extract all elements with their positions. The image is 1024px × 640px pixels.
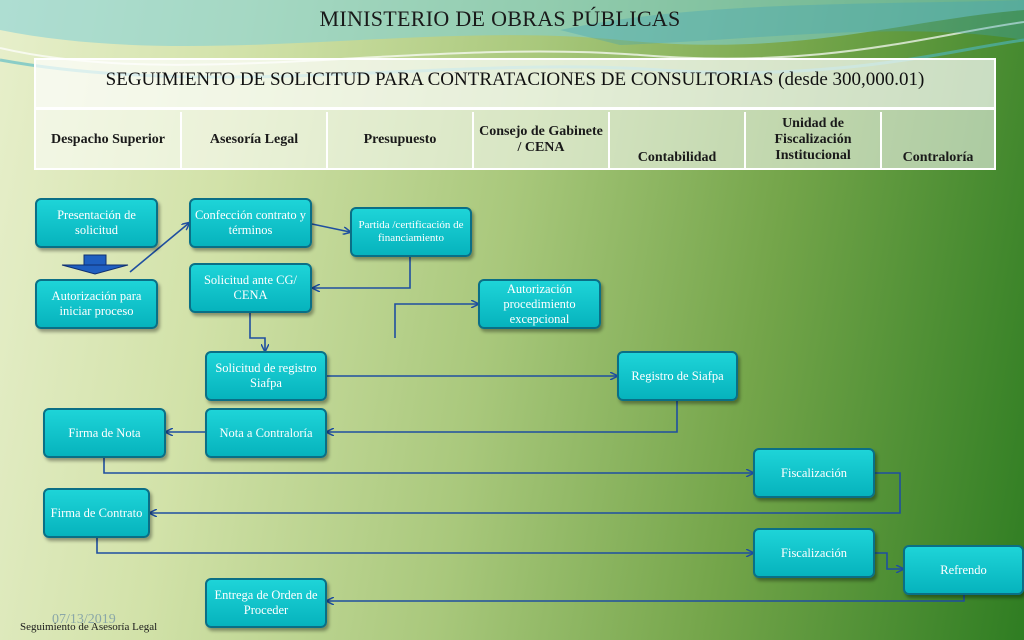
node-autorizacion-excepcional: Autorización procedimiento excepcional [478, 279, 601, 329]
arrow-partida-solicitud-cg [313, 256, 411, 288]
node-solicitud-registro-siafpa: Solicitud de registro Siafpa [205, 351, 327, 401]
node-autorizacion-iniciar: Autorización para iniciar proceso [35, 279, 158, 329]
node-firma-contrato: Firma de Contrato [43, 488, 150, 538]
column-header-fiscalizacion: Unidad de Fiscalización Institucional [746, 112, 882, 168]
arrow-fiscalizacion-refrendo [875, 552, 903, 569]
column-header-contraloria: Contraloría [902, 150, 974, 165]
header-table: SEGUIMIENTO DE SOLICITUD PARA CONTRATACI… [34, 58, 996, 170]
node-registro-siafpa: Registro de Siafpa [617, 351, 738, 401]
node-solicitud-cg-cena: Solicitud ante CG/ CENA [189, 263, 312, 313]
node-refrendo: Refrendo [903, 545, 1024, 595]
down-arrow-icon [61, 254, 129, 275]
node-presentacion-solicitud: Presentación de solicitud [35, 198, 158, 248]
column-header-contabilidad: Contabilidad [610, 112, 746, 168]
arrow-firma-contrato-fiscalizacion [96, 537, 753, 553]
footer-text: Seguimiento de Asesoría Legal [20, 621, 158, 633]
node-confeccion-contrato: Confección contrato y términos [189, 198, 312, 248]
table-subtitle: SEGUIMIENTO DE SOLICITUD PARA CONTRATACI… [36, 60, 994, 110]
arrow-solicitud-cg-solicitud-siafpa [249, 312, 265, 351]
column-header-presupuesto: Presupuesto [328, 112, 474, 168]
column-header-consejo: Consejo de Gabinete / CENA [474, 112, 610, 168]
arrow-confeccion-partida [311, 223, 350, 232]
column-header-asesoria: Asesoría Legal [182, 112, 328, 168]
page-title: MINISTERIO DE OBRAS PÚBLICAS [319, 6, 681, 31]
node-partida-certificacion: Partida /certificación de financiamiento [350, 207, 472, 257]
arrow-excepcional-siafpa [394, 304, 478, 338]
node-firma-nota: Firma de Nota [43, 408, 166, 458]
node-nota-contraloria: Nota a Contraloría [205, 408, 327, 458]
column-headers: Despacho Superior Asesoría Legal Presupu… [36, 112, 994, 168]
arrow-registro-nota [327, 401, 678, 432]
arrow-firma-nota-fiscalizacion [103, 457, 753, 473]
node-fiscalizacion-1: Fiscalización [753, 448, 875, 498]
node-fiscalizacion-2: Fiscalización [753, 528, 875, 578]
column-header-despacho: Despacho Superior [36, 112, 182, 168]
node-entrega-orden-proceder: Entrega de Orden de Proceder [205, 578, 327, 628]
footer-date: 07/13/2019 [52, 612, 116, 627]
decorative-waves [0, 0, 1024, 79]
arrow-refrendo-entrega [327, 594, 965, 601]
